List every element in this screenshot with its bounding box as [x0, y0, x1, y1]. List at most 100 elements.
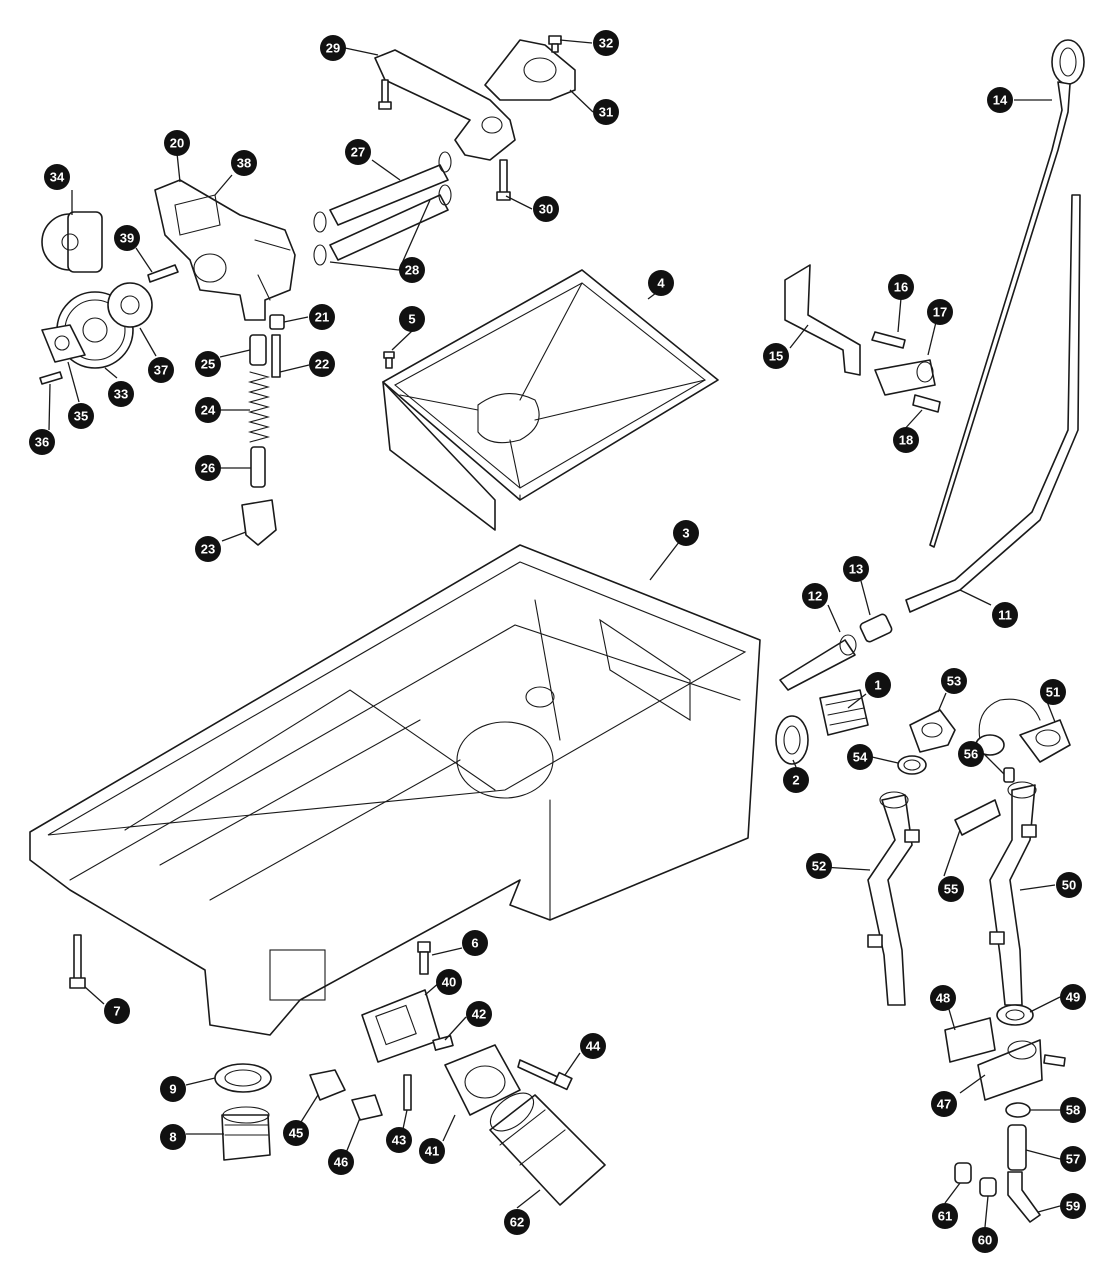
svg-text:26: 26: [201, 461, 215, 476]
callout-1: 1: [865, 672, 891, 698]
svg-text:23: 23: [201, 542, 215, 557]
callout-53: 53: [941, 668, 967, 694]
sprocket-34: [41, 211, 103, 273]
callout-47: 47: [931, 1091, 957, 1117]
svg-text:57: 57: [1066, 1152, 1080, 1167]
plate-35: [41, 324, 86, 363]
callout-48: 48: [930, 985, 956, 1011]
svg-text:24: 24: [201, 403, 216, 418]
svg-text:29: 29: [326, 41, 340, 56]
svg-text:54: 54: [853, 750, 868, 765]
svg-text:16: 16: [894, 280, 908, 295]
svg-text:15: 15: [769, 349, 783, 364]
svg-text:22: 22: [315, 357, 329, 372]
callout-21: 21: [309, 304, 335, 330]
bolt-flange: [1043, 1054, 1066, 1067]
hose-57: [1007, 1124, 1027, 1171]
svg-text:5: 5: [408, 312, 415, 327]
callout-51: 51: [1040, 679, 1066, 705]
svg-text:53: 53: [947, 674, 961, 689]
tube-sleeve-13: [859, 613, 893, 643]
callout-34: 34: [44, 164, 70, 190]
svg-text:52: 52: [812, 859, 826, 874]
callout-31: 31: [593, 99, 619, 125]
bolt-16: [871, 331, 906, 349]
callout-43: 43: [386, 1127, 412, 1153]
sensor-46: [351, 1094, 383, 1121]
seal-49: [996, 1004, 1034, 1026]
oil-sump-pan: [29, 544, 761, 1036]
svg-text:18: 18: [899, 433, 913, 448]
callout-38: 38: [231, 150, 257, 176]
svg-text:8: 8: [169, 1130, 176, 1145]
callout-58: 58: [1060, 1097, 1086, 1123]
callout-20: 20: [164, 130, 190, 156]
svg-text:41: 41: [425, 1144, 439, 1159]
callout-12: 12: [802, 583, 828, 609]
svg-text:42: 42: [472, 1007, 486, 1022]
bolt-30: [496, 159, 511, 201]
callout-39: 39: [114, 225, 140, 251]
bolt-pickup: [378, 79, 392, 110]
oil-filter-62: [489, 1092, 606, 1206]
callout-30: 30: [533, 196, 559, 222]
flange-47: [977, 1039, 1043, 1101]
callout-13: 13: [843, 556, 869, 582]
svg-text:55: 55: [944, 882, 958, 897]
callout-26: 26: [195, 455, 221, 481]
callout-22: 22: [309, 351, 335, 377]
svg-text:48: 48: [936, 991, 950, 1006]
svg-text:58: 58: [1066, 1103, 1080, 1118]
plug-1: [819, 689, 869, 736]
fitting-60: [979, 1177, 997, 1197]
callout-40: 40: [436, 969, 462, 995]
bolt-7: [69, 934, 86, 989]
callout-5: 5: [399, 306, 425, 332]
svg-text:1: 1: [874, 678, 881, 693]
callout-23: 23: [195, 536, 221, 562]
callout-36: 36: [29, 429, 55, 455]
cap-53: [909, 709, 956, 753]
svg-text:30: 30: [539, 202, 553, 217]
fitting-61: [954, 1162, 972, 1184]
svg-text:28: 28: [405, 263, 419, 278]
callout-60: 60: [972, 1227, 998, 1253]
callout-15: 15: [763, 343, 789, 369]
callout-54: 54: [847, 744, 873, 770]
svg-text:20: 20: [170, 136, 184, 151]
svg-text:6: 6: [471, 936, 478, 951]
svg-text:21: 21: [315, 310, 329, 325]
callout-56: 56: [958, 741, 984, 767]
svg-text:9: 9: [169, 1082, 176, 1097]
drain-plug-8: [221, 1106, 271, 1161]
callout-9: 9: [160, 1076, 186, 1102]
svg-text:60: 60: [978, 1233, 992, 1248]
callout-49: 49: [1060, 984, 1086, 1010]
callout-29: 29: [320, 35, 346, 61]
callout-57: 57: [1060, 1146, 1086, 1172]
callout-17: 17: [927, 299, 953, 325]
washer-9: [214, 1063, 272, 1093]
callout-32: 32: [593, 30, 619, 56]
svg-text:27: 27: [351, 145, 365, 160]
svg-text:43: 43: [392, 1133, 406, 1148]
callout-35: 35: [68, 403, 94, 429]
sensor-45: [309, 1069, 346, 1101]
svg-text:44: 44: [586, 1039, 601, 1054]
svg-text:31: 31: [599, 105, 613, 120]
svg-text:3: 3: [682, 526, 689, 541]
clip-58: [1005, 1102, 1031, 1118]
bracket-55: [954, 799, 1001, 836]
svg-text:36: 36: [35, 435, 49, 450]
callout-8: 8: [160, 1124, 186, 1150]
callout-14: 14: [987, 87, 1013, 113]
clamp-17: [874, 359, 936, 396]
callout-4: 4: [648, 270, 674, 296]
dipstick-tube-11: [905, 194, 1081, 613]
washer-37: [107, 282, 153, 328]
callout-41: 41: [419, 1138, 445, 1164]
svg-text:61: 61: [938, 1209, 952, 1224]
filler-cap-51: [975, 698, 1071, 763]
svg-text:34: 34: [50, 170, 65, 185]
svg-text:14: 14: [993, 93, 1008, 108]
